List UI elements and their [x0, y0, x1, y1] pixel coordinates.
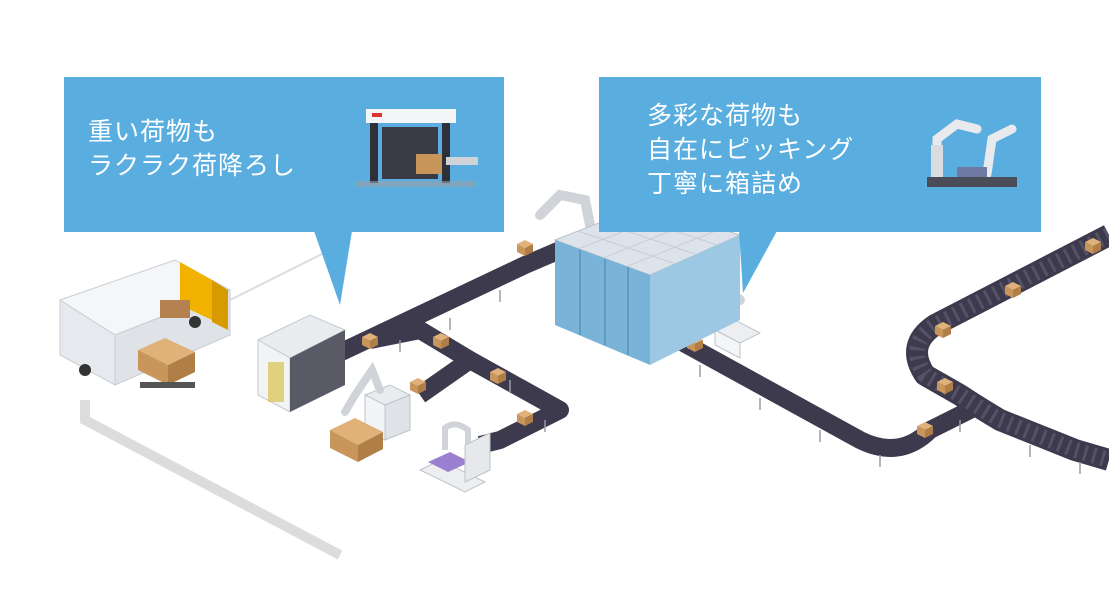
callout-unloading-line-1: 重い荷物も	[88, 117, 219, 146]
depalletizer-icon	[256, 314, 347, 413]
callout-unloading-text: 重い荷物も ラクラク荷降ろし	[88, 115, 296, 183]
callout-picking-text: 多彩な荷物も 自在にピッキング 丁寧に箱詰め	[647, 99, 854, 201]
callout-picking-line-1: 多彩な荷物も	[647, 101, 804, 130]
depalletizing-machine-photo-icon	[356, 109, 478, 187]
callout-unloading-pointer	[314, 231, 352, 305]
callout-picking-line-2: 自在にピッキング	[647, 135, 855, 164]
callout-unloading-line-2: ラクラク荷降ろし	[88, 151, 297, 180]
robot-arm-picking-photo-icon	[927, 119, 1017, 187]
callout-picking-line-3: 丁寧に箱詰め	[647, 169, 804, 198]
callout-unloading: 重い荷物も ラクラク荷降ろし	[64, 77, 504, 305]
cardboard-box-icon	[362, 238, 1101, 438]
callout-picking: 多彩な荷物も 自在にピッキング 丁寧に箱詰め	[599, 77, 1041, 293]
floor-guide-lines	[80, 249, 343, 560]
pallet-cart-icon	[138, 338, 195, 388]
callout-picking-pointer	[739, 231, 777, 293]
packing-station-icon	[418, 421, 491, 493]
picking-robot-arm-icon	[330, 361, 412, 462]
